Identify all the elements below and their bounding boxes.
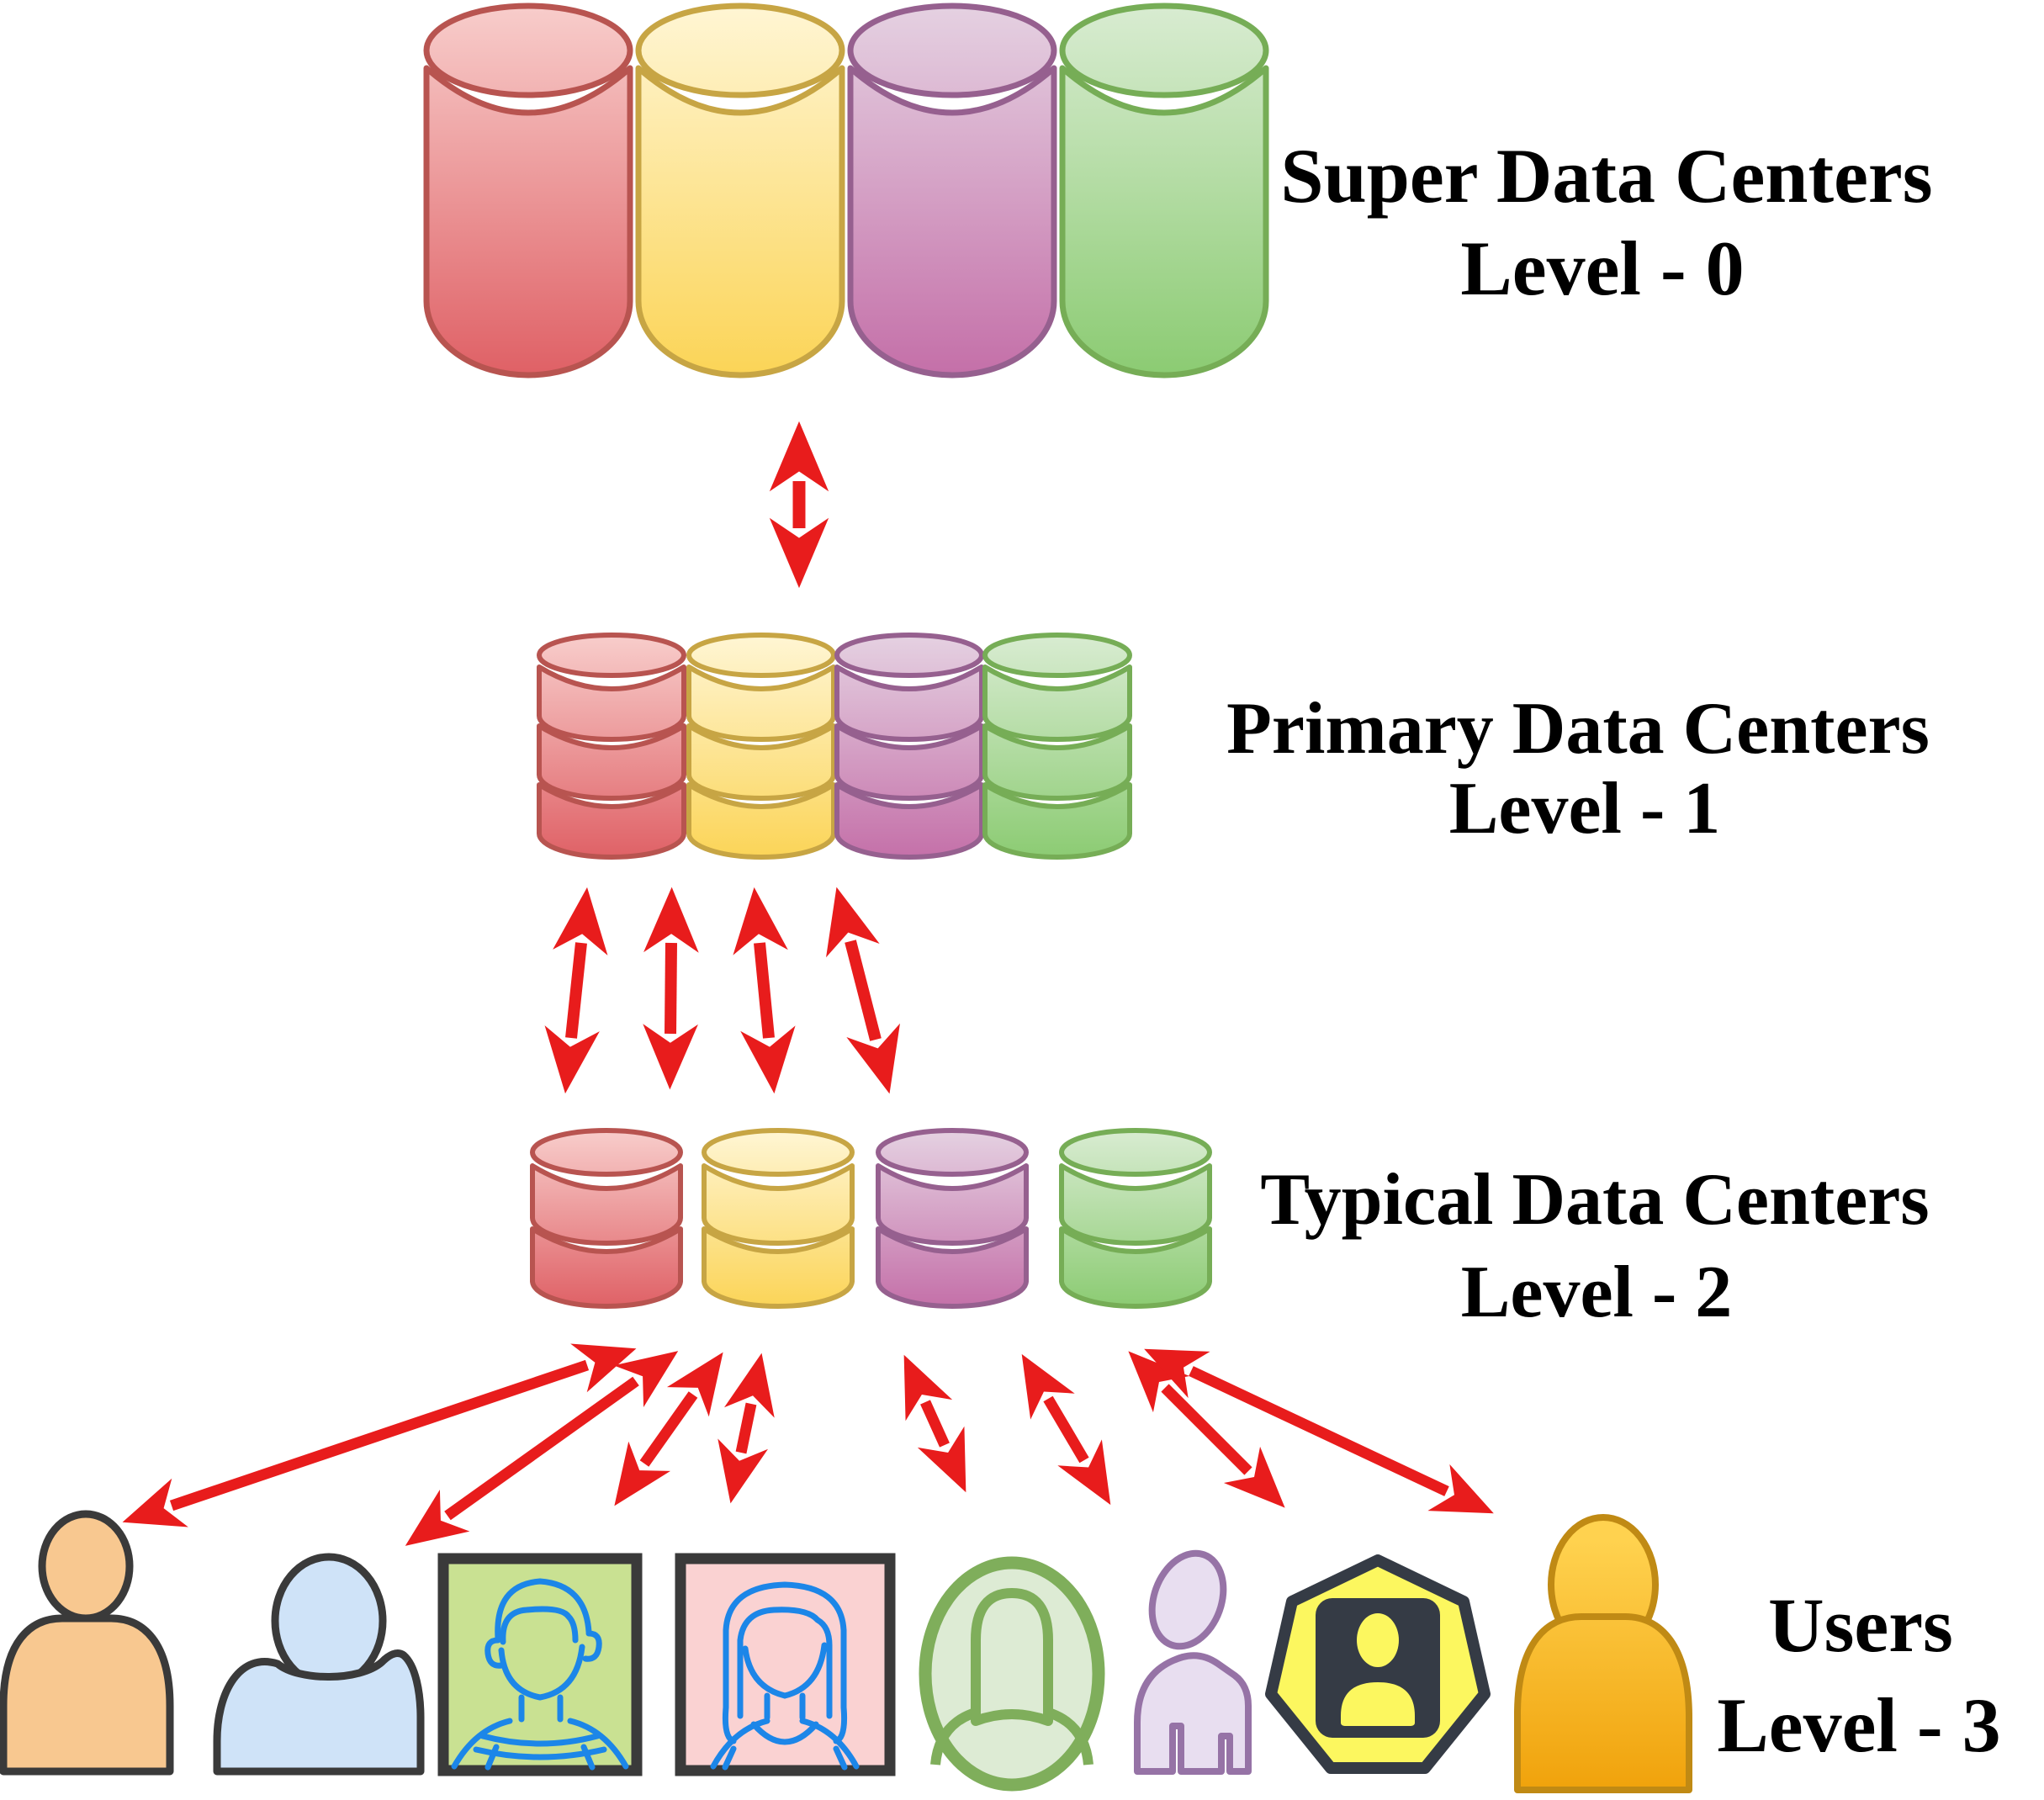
stack-red-level1 [537,633,686,860]
arrow-level1-level2-2 [643,887,699,1090]
level2-level-label: Level - 2 [1461,1252,1733,1333]
arrow-level2-user7 [1128,1351,1285,1508]
typical-data-centers-group [530,1128,1212,1309]
arrow-level2-user1 [122,1343,637,1527]
cylinder-green-level0 [1059,3,1269,379]
arrow-level2-user5 [903,1354,966,1493]
user3-male-avatar-green-square-icon [437,1553,643,1776]
user4-female-avatar-pink-square-icon [675,1553,896,1776]
super-data-centers-group [423,3,1269,379]
stack-purple-level2 [876,1128,1029,1309]
cylinder-red-level0 [423,3,633,379]
arrow-level2-user4 [718,1353,775,1504]
level2-title-label: Typical Data Centers [1260,1159,1929,1241]
user5-person-green-oval-icon [919,1556,1105,1792]
user6-purple-person-icon [1134,1549,1252,1775]
arrow-level1-level2-3 [733,887,796,1094]
stack-green-level2 [1059,1128,1212,1309]
arrows-level1-level2 [544,887,900,1094]
primary-data-centers-group [537,633,1132,860]
arrow-level2-user8 [1144,1348,1494,1514]
arrow-level2-user3 [614,1352,723,1506]
cylinder-yellow-level0 [635,3,845,379]
level0-level-label: Level - 0 [1460,225,1744,311]
arrow-level1-level2-1 [544,887,608,1094]
level3-title-label: Users [1768,1582,1953,1668]
user1-orange-person-icon [0,1510,174,1776]
stack-yellow-level2 [702,1128,855,1309]
user8-gold-person-icon [1514,1514,1692,1793]
level0-title-label: Super Data Centers [1280,133,1932,219]
stack-red-level2 [530,1128,683,1309]
stack-green-level1 [982,633,1132,860]
cylinder-purple-level0 [847,3,1057,379]
user7-id-badge-heptagon-icon [1265,1554,1491,1774]
level3-level-label: Level - 3 [1717,1682,2000,1768]
arrow-level2-user6 [1021,1353,1111,1506]
level1-title-label: Primary Data Centers [1226,688,1930,770]
user2-blue-person-icon [213,1553,425,1776]
arrow-level2-user2 [405,1351,679,1546]
stack-yellow-level1 [686,633,836,860]
stack-purple-level1 [834,633,984,860]
arrows-level2-users [122,1343,1494,1546]
arrow-level1-level2-4 [826,887,900,1094]
users-group [0,1510,1692,1793]
level1-level-label: Level - 1 [1449,768,1721,850]
